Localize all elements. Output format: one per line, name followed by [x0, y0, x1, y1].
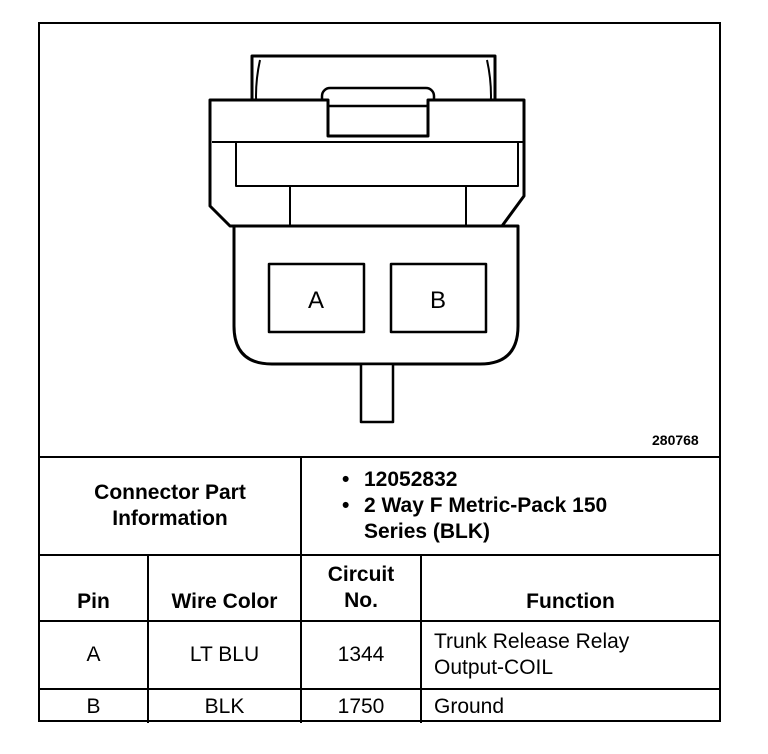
column-header-row: Pin Wire Color Circuit No. Function	[40, 554, 719, 622]
row-b-circuit: 1750	[300, 688, 422, 723]
row-a-pin: A	[40, 620, 149, 690]
pin-b-cavity	[389, 262, 488, 334]
header-wire-color: Wire Color	[147, 554, 302, 622]
connector-drawing: A B	[208, 54, 526, 424]
connector-upper-body	[208, 98, 526, 228]
header-function: Function	[420, 554, 719, 622]
row-b-wire-color: BLK	[147, 688, 302, 723]
figure-number: 280768	[652, 432, 699, 448]
row-a-function: Trunk Release Relay Output-COIL	[420, 620, 719, 690]
connector-info-list: •12052832 •2 Way F Metric-Pack 150 Serie…	[300, 456, 719, 556]
connector-description: •2 Way F Metric-Pack 150 Series (BLK)	[342, 494, 608, 543]
header-pin: Pin	[40, 554, 149, 622]
row-a-wire-color: LT BLU	[147, 620, 302, 690]
connector-info-row: Connector Part Information •12052832 •2 …	[40, 456, 719, 556]
diagram-frame: A B 280768 Connector Part Information •1…	[38, 22, 721, 723]
connector-info-label: Connector Part Information	[40, 456, 302, 556]
table-row: B BLK 1750 Ground	[40, 688, 719, 723]
header-circuit: Circuit No.	[300, 554, 422, 622]
row-a-circuit: 1344	[300, 620, 422, 690]
wire-stub	[359, 362, 395, 424]
pin-a-label: A	[308, 287, 324, 314]
connector-table: Connector Part Information •12052832 •2 …	[40, 456, 719, 723]
connector-part-number: •12052832	[342, 468, 458, 491]
row-b-function: Ground	[420, 688, 719, 723]
pin-b-label: B	[430, 287, 446, 314]
row-b-pin: B	[40, 688, 149, 723]
pin-a-cavity	[267, 262, 366, 334]
table-row: A LT BLU 1344 Trunk Release Relay Output…	[40, 620, 719, 690]
